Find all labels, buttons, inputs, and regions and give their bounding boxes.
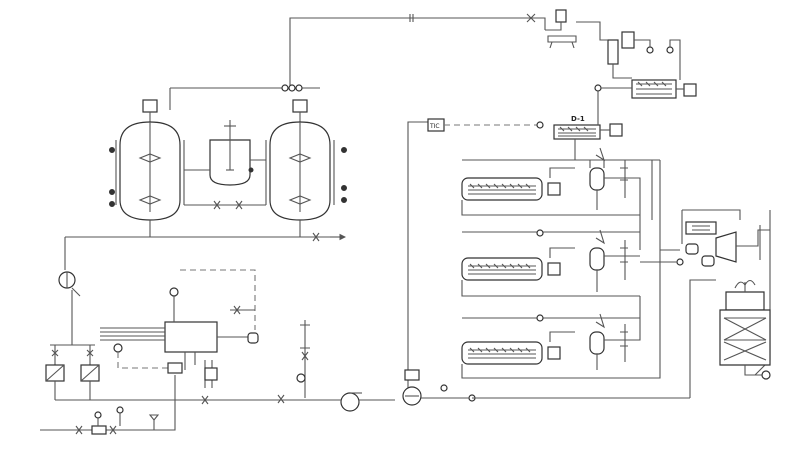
mixing-tank-middle xyxy=(184,120,266,210)
reactor-vessel-1 xyxy=(109,99,185,232)
top-right-separator xyxy=(576,21,681,80)
top-right-pump-station xyxy=(545,9,577,49)
column-d1-label: D-1 xyxy=(571,115,585,123)
column-d1: D-1 xyxy=(553,110,623,160)
bottom-left-feed-line xyxy=(40,375,176,435)
instrument-cluster-top xyxy=(281,84,303,92)
dryer-unit-2 xyxy=(461,229,640,297)
cooling-tower xyxy=(719,210,771,380)
tic-controller: TIC xyxy=(427,118,544,132)
flow-meter-left xyxy=(58,271,81,297)
compressor-unit xyxy=(640,209,770,398)
filter-pair-left xyxy=(45,290,340,401)
centrifugal-pump-1 xyxy=(340,392,395,412)
vessel-header-line xyxy=(64,232,347,270)
gauge-column xyxy=(277,320,310,404)
feed-riser xyxy=(402,121,476,406)
valve-top-line xyxy=(409,13,536,23)
heater-box xyxy=(100,269,259,405)
top-return-line xyxy=(169,17,546,110)
dryer-unit-1 xyxy=(461,147,660,250)
dryer-unit-3 xyxy=(461,160,690,399)
tic-label: TIC xyxy=(429,123,440,130)
condenser-top-right xyxy=(594,79,697,110)
reactor-vessel-2 xyxy=(265,99,347,232)
